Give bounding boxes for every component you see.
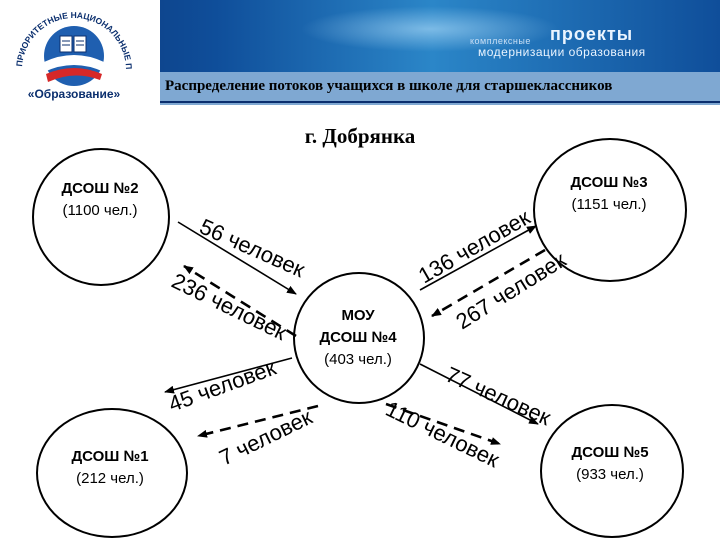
school-3-name: ДСОШ №3	[570, 174, 648, 191]
brand-sub-text: модернизации образования	[478, 45, 646, 59]
center-line-3: (403 чел.)	[324, 351, 392, 368]
slide-title: Распределение потоков учащихся в школе д…	[165, 78, 613, 94]
arrow-school2-to-center	[177, 221, 297, 295]
arrow-school5-to-center-dashed	[385, 402, 501, 446]
node-school-5-label: ДСОШ №5 (933 чел.)	[548, 442, 672, 486]
book-icon	[59, 35, 87, 53]
school-3-count: (1151 чел.)	[571, 196, 647, 213]
header: комплексные проекты модернизации образов…	[0, 0, 720, 105]
node-school-3	[533, 138, 687, 282]
node-center-label: МОУ ДСОШ №4 (403 чел.)	[296, 305, 420, 371]
node-center-school-4	[293, 272, 425, 404]
school-2-count: (1100 чел.)	[62, 202, 138, 219]
flow-label-77: 77 человек	[442, 362, 555, 431]
logo-white-wave	[44, 55, 104, 72]
flow-label-45: 45 человек	[165, 355, 279, 417]
title-underline	[160, 101, 720, 103]
node-school-1	[36, 408, 188, 538]
node-school-1-label: ДСОШ №1 (212 чел.)	[46, 446, 174, 490]
school-5-name: ДСОШ №5	[571, 444, 649, 461]
center-line-2: ДСОШ №4	[319, 329, 397, 346]
city-name: г. Добрянка	[304, 124, 416, 148]
school-5-count: (933 чел.)	[576, 466, 644, 483]
node-school-2	[32, 148, 170, 286]
school-2-name: ДСОШ №2	[61, 180, 139, 197]
national-projects-logo: ПРИОРИТЕТНЫЕ НАЦИОНАЛЬНЫЕ ПРОЕКТЫ «Образ…	[0, 0, 160, 105]
school-1-count: (212 чел.)	[76, 470, 144, 487]
arrow-center-to-school2-dashed	[183, 264, 297, 338]
arrow-center-to-school1	[164, 357, 293, 394]
brand-big-text: проекты	[550, 24, 634, 44]
logo-caption: «Образование»	[28, 87, 121, 101]
node-school-2-label: ДСОШ №2 (1100 чел.)	[40, 178, 160, 222]
arrow-center-to-school5	[419, 363, 539, 425]
node-school-5	[540, 404, 684, 538]
arrow-center-to-school3	[419, 225, 537, 291]
brand-small-text: комплексные	[470, 36, 531, 46]
center-line-1: МОУ	[341, 307, 375, 324]
logo-red-wave	[46, 68, 102, 82]
banner-highlight	[300, 6, 560, 52]
flow-label-56: 56 человек	[196, 214, 309, 283]
arrow-school3-to-center-dashed	[431, 248, 546, 318]
flow-label-110: 110 человек	[382, 396, 504, 472]
flow-label-7: 7 человек	[215, 404, 316, 470]
node-school-3-label: ДСОШ №3 (1151 чел.)	[545, 172, 673, 216]
arrow-school1-to-center-dashed	[197, 404, 319, 438]
school-1-name: ДСОШ №1	[71, 448, 149, 465]
